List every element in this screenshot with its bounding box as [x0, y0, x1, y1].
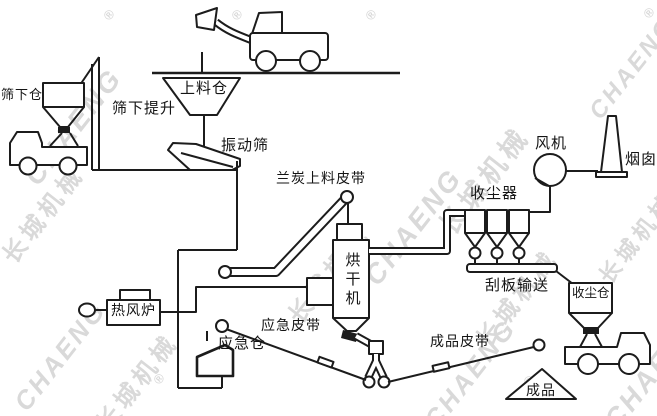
collector-cell — [508, 209, 530, 234]
bin-body — [42, 82, 85, 108]
label-dust-collector: 收尘器 — [470, 185, 519, 202]
label-sieve-under-elevator: 筛下提升 — [112, 100, 177, 117]
label-scraper-conveyor: 刮板输送 — [485, 277, 550, 294]
bin-body — [568, 282, 613, 314]
label-emergency-bin: 应急仓 — [218, 335, 267, 352]
exhaust-duct-inner — [369, 211, 466, 253]
belt-tail-pulley — [218, 265, 232, 279]
scraper-conveyor-body — [466, 263, 558, 273]
discharge-splitter — [354, 332, 391, 389]
truck-wheel — [577, 353, 599, 375]
belt-head-pulley — [532, 338, 546, 352]
belt-line — [225, 328, 367, 381]
emergency-bin-shape — [195, 343, 235, 378]
label-dryer: 烘干机 — [343, 252, 361, 309]
bin-valve — [58, 127, 70, 133]
fan-shape — [533, 153, 598, 187]
semicoke-feed-belt-shape — [218, 190, 354, 279]
collector-hoppers — [464, 232, 530, 248]
bin-valve — [583, 327, 599, 334]
hot-blast-stove-shape — [78, 286, 307, 326]
loader-wheel — [299, 50, 321, 72]
bin-hopper — [42, 106, 85, 128]
truck-wheel — [18, 156, 38, 176]
loader-bucket — [195, 7, 218, 31]
label-fan: 风机 — [535, 135, 568, 152]
dryer-hopper — [332, 317, 370, 332]
elevator-head-chute — [79, 56, 100, 86]
label-dust-bin: 收尘仓 — [572, 286, 610, 300]
collector-cell — [464, 209, 486, 234]
product-pile — [505, 368, 577, 400]
label-feed-bin: 上料仓 — [180, 80, 229, 97]
emergency-belt-shape — [195, 319, 367, 381]
truck-wheel — [58, 156, 78, 176]
stove-burner — [78, 302, 96, 318]
dust-collector-shape — [464, 186, 574, 285]
fan-volute-tail — [534, 177, 550, 187]
dust-bin-shape — [568, 282, 613, 348]
screen-deck-inner — [180, 152, 234, 168]
wheel-loader — [195, 7, 329, 72]
label-emergency-belt: 应急皮带 — [261, 317, 321, 333]
chimney-stack — [600, 115, 623, 173]
collector-cell — [486, 209, 508, 234]
sieve-under-elevator-shape — [79, 56, 237, 171]
conveyor-to-bin-line — [555, 270, 574, 285]
rotary-valve — [468, 246, 482, 260]
feed-bin-hopper — [162, 77, 241, 116]
bin-chute — [49, 132, 79, 147]
dryer-cap — [336, 223, 363, 241]
truck-wheel — [618, 353, 640, 375]
rotary-valve — [490, 246, 504, 260]
splitter-outlet — [362, 375, 376, 389]
label-vibrating-screen: 振动筛 — [221, 137, 270, 154]
dryer-body — [332, 239, 370, 319]
label-hot-blast-stove: 热风炉 — [111, 302, 156, 318]
loader-wheel — [255, 50, 277, 72]
loader-cab — [251, 11, 283, 35]
dryer-shape — [306, 223, 370, 342]
truck-left — [9, 131, 88, 176]
rotary-valve — [512, 246, 526, 260]
belt-drive — [431, 361, 451, 373]
label-sieve-under-bin: 筛下仓 — [1, 87, 44, 102]
chimney-base — [595, 171, 628, 178]
belt-drive — [316, 355, 335, 369]
splitter-y-inner — [366, 354, 386, 379]
label-semicoke-feed-belt: 兰炭上料皮带 — [276, 170, 366, 186]
sieve-under-bin-shape — [42, 82, 85, 147]
belt-head-pulley — [215, 319, 229, 333]
belt-head-pulley — [340, 190, 354, 204]
dryer-valve — [341, 330, 358, 342]
splitter-outlet — [377, 375, 391, 389]
label-product: 成品 — [526, 382, 556, 398]
chimney-shape — [595, 115, 628, 178]
truck-right — [564, 332, 651, 375]
label-product-belt: 成品皮带 — [430, 333, 490, 349]
bin-hopper — [568, 312, 613, 329]
bypass-lines — [177, 249, 237, 389]
product-belt-shape — [387, 338, 546, 383]
splitter-head — [368, 340, 384, 355]
exhaust-duct — [369, 209, 466, 255]
label-chimney: 烟囱 — [625, 151, 657, 168]
hot-air-duct — [160, 286, 307, 313]
dryer-inlet-box — [306, 277, 334, 306]
loader-arm-inner — [214, 20, 252, 42]
bin-chute — [579, 333, 603, 348]
collector-fan-duct — [529, 186, 551, 213]
belt-line — [387, 345, 539, 383]
belt-run-inner — [227, 194, 350, 275]
